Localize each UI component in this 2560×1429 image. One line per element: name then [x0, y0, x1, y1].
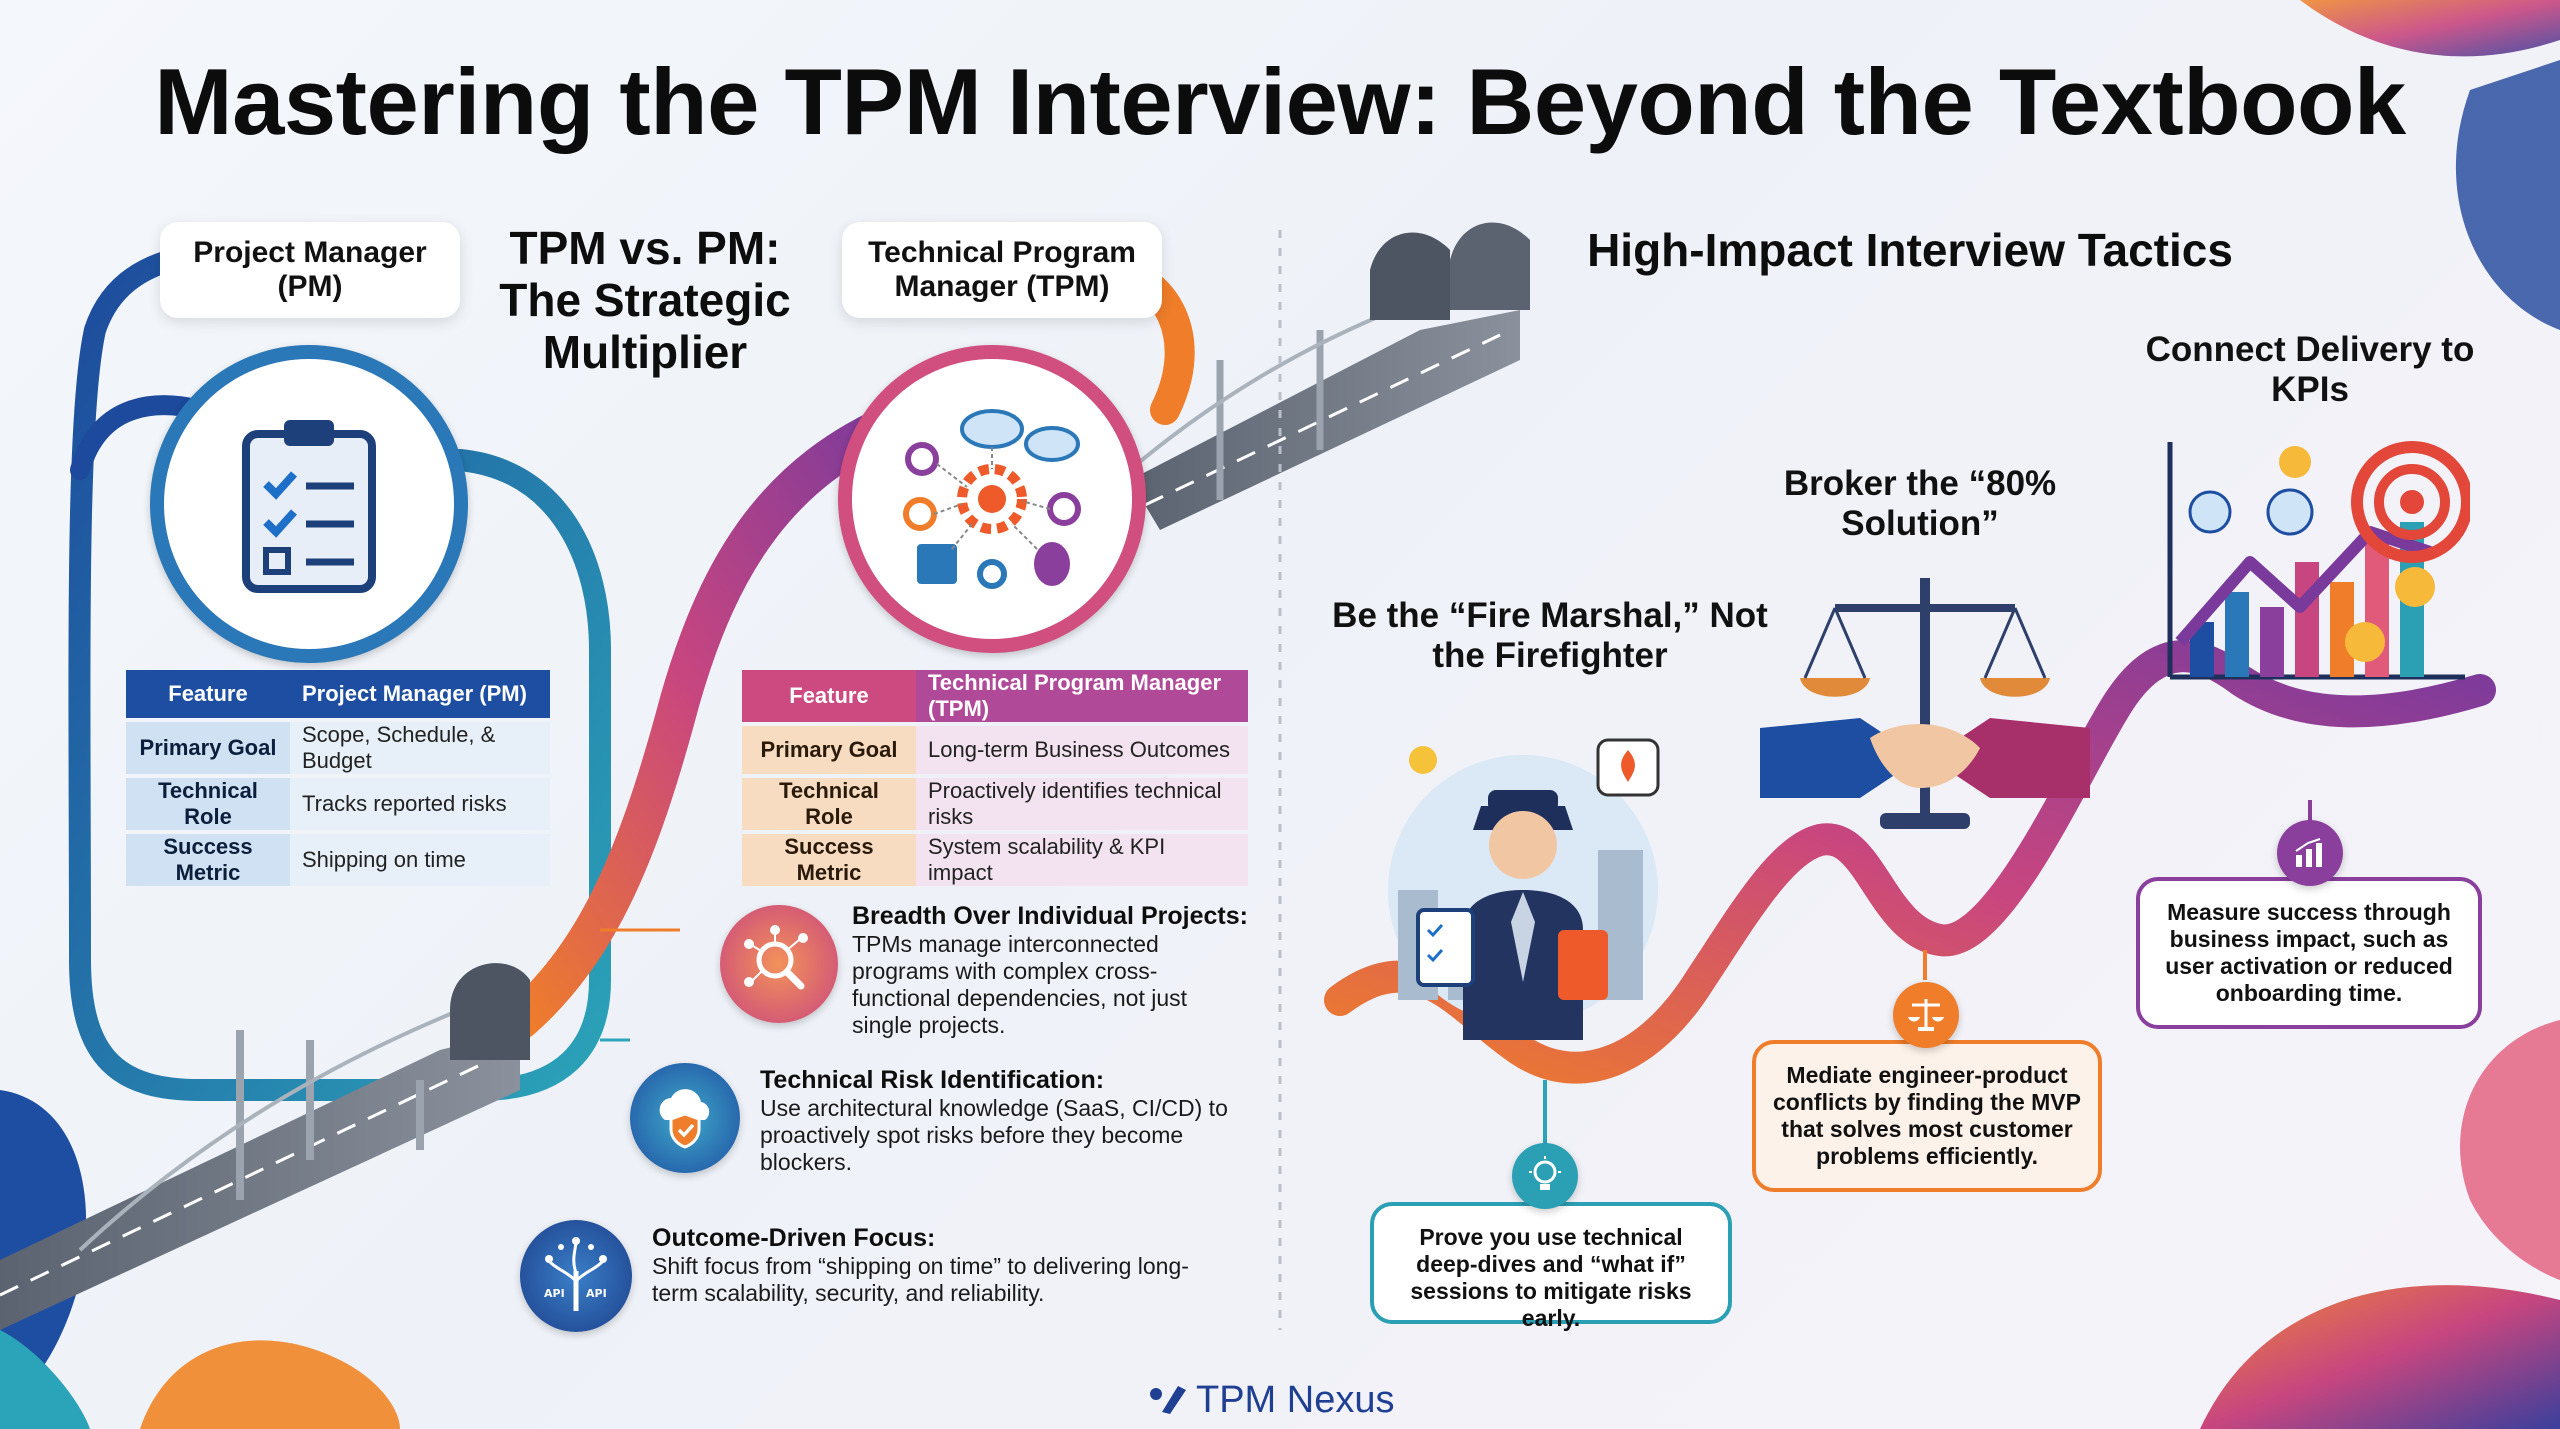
tactic-title: Broker the “80% Solution”	[1783, 464, 2057, 543]
table-header-row: Feature Technical Program Manager (TPM)	[742, 670, 1248, 722]
table-row: Success Metric Shipping on time	[126, 834, 550, 886]
brand-name: TPM Nexus	[1196, 1378, 1395, 1421]
tactic-callout: Measure success through business impact,…	[2136, 877, 2482, 1029]
table-cell-value: Shipping on time	[290, 834, 550, 886]
api-label: API	[544, 1287, 565, 1300]
table-header-row: Feature Project Manager (PM)	[126, 670, 550, 718]
brand-logo-icon	[1150, 1386, 1186, 1414]
bullet-body: TPMs manage interconnected programs with…	[852, 931, 1188, 1038]
tactic-title: Be the “Fire Marshal,” Not the Firefight…	[1332, 596, 1768, 675]
handshake-scales-illustration	[1760, 568, 2090, 858]
scales-icon	[1893, 982, 1959, 1048]
bar-chart-icon	[2277, 820, 2343, 886]
tpm-label: Technical Program Manager (TPM)	[842, 222, 1162, 318]
fire-marshal-illustration	[1378, 720, 1668, 1040]
architecture-network-icon	[903, 409, 1081, 589]
table-cell-value: Long-term Business Outcomes	[916, 726, 1248, 774]
kpi-growth-illustration	[2150, 432, 2473, 687]
table-cell-key: Primary Goal	[126, 722, 290, 774]
table-cell-key: Success Metric	[126, 834, 290, 886]
table-cell-value: Proactively identifies technical risks	[916, 778, 1248, 830]
page-title: Mastering the TPM Interview: Beyond the …	[154, 49, 2406, 154]
tpm-icon-circle	[838, 345, 1146, 653]
table-cell-value: System scalability & KPI impact	[916, 834, 1248, 886]
table-cell-key: Success Metric	[742, 834, 916, 886]
bullet-item: Breadth Over Individual Projects: TPMs m…	[852, 902, 1252, 1039]
pm-label: Project Manager (PM)	[160, 222, 460, 318]
tpm-comparison-table: Feature Technical Program Manager (TPM) …	[742, 666, 1248, 890]
bullet-item: Technical Risk Identification: Use archi…	[760, 1066, 1240, 1176]
table-row: Technical Role Tracks reported risks	[126, 778, 550, 830]
table-header-cell: Feature	[126, 670, 290, 718]
api-tree-icon: API API	[520, 1220, 632, 1332]
table-header-cell: Technical Program Manager (TPM)	[916, 670, 1248, 722]
clipboard-checklist-icon	[242, 420, 376, 593]
pm-icon-circle	[150, 345, 468, 663]
table-cell-key: Technical Role	[742, 778, 916, 830]
cloud-shield-icon	[630, 1063, 740, 1173]
table-header-cell: Feature	[742, 670, 916, 722]
tactic-title: Connect Delivery to KPIs	[2145, 330, 2475, 409]
table-row: Primary Goal Long-term Business Outcomes	[742, 726, 1248, 774]
table-cell-value: Tracks reported risks	[290, 778, 550, 830]
table-cell-key: Primary Goal	[742, 726, 916, 774]
api-label: API	[586, 1287, 607, 1300]
table-row: Technical Role Proactively identifies te…	[742, 778, 1248, 830]
table-cell-value: Scope, Schedule, & Budget	[290, 722, 550, 774]
tactics-heading: High-Impact Interview Tactics	[1587, 224, 2233, 276]
lightbulb-icon	[1512, 1143, 1578, 1209]
table-row: Success Metric System scalability & KPI …	[742, 834, 1248, 886]
bullet-title: Outcome-Driven Focus:	[652, 1224, 936, 1252]
bullet-title: Breadth Over Individual Projects:	[852, 902, 1248, 930]
bullet-body: Shift focus from “shipping on time” to d…	[652, 1253, 1189, 1306]
table-row: Primary Goal Scope, Schedule, & Budget	[126, 722, 550, 774]
comparison-heading: TPM vs. PM: The Strategic Multiplier	[499, 222, 791, 378]
pm-comparison-table: Feature Project Manager (PM) Primary Goa…	[126, 666, 550, 890]
table-cell-key: Technical Role	[126, 778, 290, 830]
footer-brand: TPM Nexus	[1148, 1378, 1394, 1422]
bullet-item: Outcome-Driven Focus: Shift focus from “…	[652, 1224, 1192, 1307]
tactic-callout: Prove you use technical deep-dives and “…	[1370, 1202, 1732, 1331]
tactic-callout: Mediate engineer-product conflicts by fi…	[1752, 1040, 2102, 1192]
network-magnifier-icon	[720, 905, 838, 1023]
bullet-body: Use architectural knowledge (SaaS, CI/CD…	[760, 1095, 1228, 1175]
bullet-title: Technical Risk Identification:	[760, 1066, 1105, 1094]
table-header-cell: Project Manager (PM)	[290, 670, 550, 718]
